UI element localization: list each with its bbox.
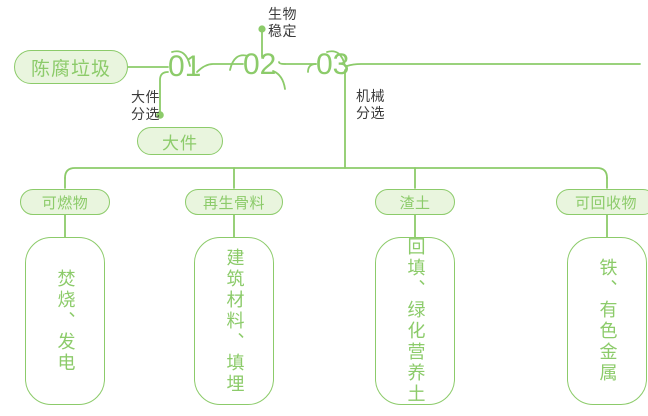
category-pill-1[interactable]: 可燃物	[20, 189, 110, 215]
category-pill-3-label: 渣土	[399, 194, 431, 212]
stage-number-01[interactable]: 01	[168, 50, 202, 83]
stage-number-02[interactable]: 02	[243, 48, 277, 81]
node-source[interactable]: 陈腐垃圾	[14, 50, 128, 84]
category-pill-4-label: 可回收物	[574, 194, 637, 212]
outcome-box-4[interactable]: 铁、有色金属	[567, 237, 647, 405]
wire-bus	[64, 167, 608, 179]
wire-01-branch-down	[159, 71, 169, 114]
stage-number-03[interactable]: 03	[316, 48, 350, 81]
wire-01-to-02	[196, 63, 244, 73]
category-pill-1-label: 可燃物	[41, 194, 89, 212]
outcome-box-3-text: 回填、绿化营养土	[405, 237, 426, 405]
outcome-box-1-text: 焚烧、发电	[55, 268, 76, 374]
outcome-box-2[interactable]: 建筑材料、填埋	[194, 237, 274, 405]
category-pill-2[interactable]: 再生骨料	[185, 189, 283, 215]
outcome-box-4-text: 铁、有色金属	[597, 258, 618, 384]
node-output-bulky-label: 大件	[162, 133, 198, 153]
dot-02-top	[258, 25, 266, 33]
outcome-box-2-text: 建筑材料、填埋	[224, 247, 245, 395]
stage-caption-03: 机械 分选	[356, 88, 385, 121]
wire-03-left-shoulder	[307, 63, 317, 73]
category-pill-4[interactable]: 可回收物	[556, 189, 648, 215]
stage-caption-01: 大件 分选	[131, 89, 160, 122]
wire-03-tail	[346, 63, 641, 67]
stage-caption-02: 生物 稳定	[268, 6, 297, 39]
category-pill-3[interactable]: 渣土	[375, 189, 455, 215]
node-output-bulky[interactable]: 大件	[137, 127, 223, 155]
outcome-box-3[interactable]: 回填、绿化营养土	[375, 237, 455, 405]
wire-02-shoulder	[278, 61, 286, 65]
category-pill-2-label: 再生骨料	[202, 194, 265, 212]
outcome-box-1[interactable]: 焚烧、发电	[25, 237, 105, 405]
node-source-label: 陈腐垃圾	[30, 58, 111, 80]
